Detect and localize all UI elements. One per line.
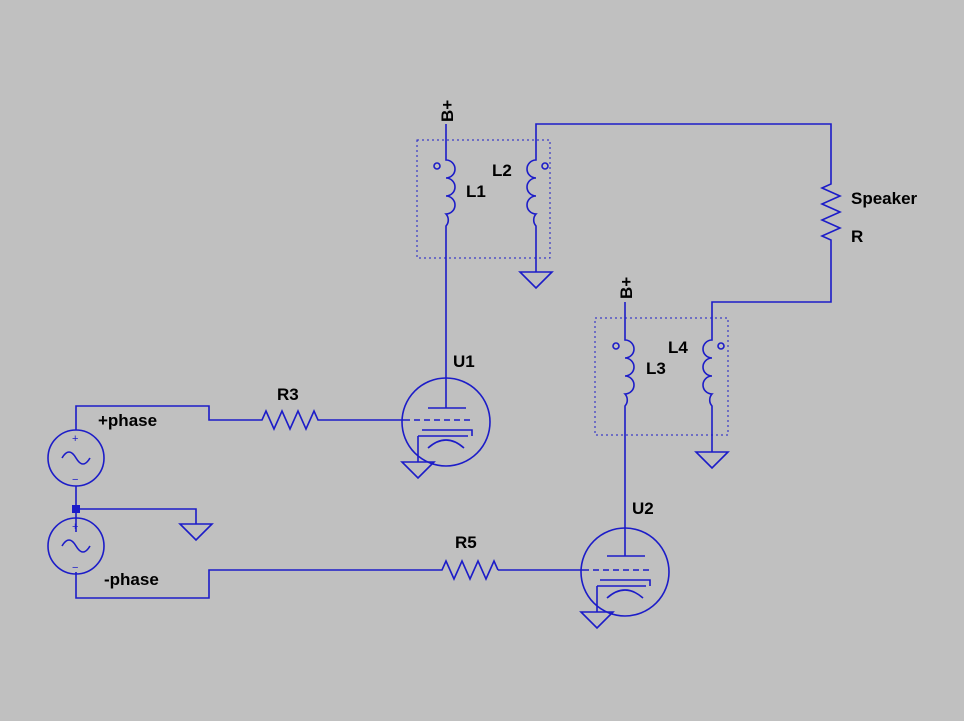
wire-u1-ground: [417, 435, 468, 462]
label-r5: R5: [455, 533, 477, 552]
wire-source-r3: [75, 405, 258, 430]
label-l4: L4: [668, 338, 688, 357]
transformer-2: L3 L4: [594, 317, 729, 436]
source-minus-phase-minus: −: [72, 562, 78, 574]
wire-u2-ground: [596, 585, 646, 612]
tube-u1-plate: [428, 392, 466, 409]
inductor-l3: [612, 336, 635, 410]
label-minus-phase: -phase: [104, 570, 159, 589]
tube-u1-cathode: [422, 429, 473, 436]
resistor-r5: R5: [438, 533, 499, 581]
label-l3: L3: [646, 359, 666, 378]
label-u1: U1: [453, 352, 475, 371]
label-bplus-top: B+: [438, 100, 457, 122]
transformer-1: L1 L2: [416, 139, 551, 259]
resistor-r3: R3: [258, 385, 322, 431]
inductor-l2: [526, 156, 549, 230]
dot-l1: [433, 162, 441, 170]
ground-icon: [694, 451, 730, 470]
inductor-l4: [702, 336, 725, 410]
speaker-resistor: Speaker R: [820, 180, 918, 246]
wire-source-r5: [75, 569, 438, 599]
ground-icon: [579, 611, 615, 630]
label-u2: U2: [632, 499, 654, 518]
label-plus-phase: +phase: [98, 411, 157, 430]
wires: [75, 123, 832, 612]
label-speaker-value: R: [851, 227, 863, 246]
source-plus-phase: + − +phase: [47, 411, 157, 487]
label-speaker: Speaker: [851, 189, 918, 208]
tube-u1-heater: [427, 439, 465, 449]
tube-u2-envelope: [580, 527, 670, 617]
source-plus-phase-body: [47, 429, 105, 487]
transformer-1-outline: [416, 139, 551, 259]
tube-u2-heater: [606, 589, 644, 599]
dot-l4: [717, 342, 725, 350]
wire-l2-speaker: [535, 123, 832, 180]
source-minus-phase-body: [47, 517, 105, 575]
wire-speaker-l4: [711, 244, 832, 336]
ground-icon: [178, 523, 214, 542]
ground-icon: [400, 461, 436, 480]
ground-icon: [518, 271, 554, 290]
label-l2: L2: [492, 161, 512, 180]
label-r3: R3: [277, 385, 299, 404]
dot-l2: [541, 162, 549, 170]
label-l1: L1: [466, 182, 486, 201]
transformer-2-outline: [594, 317, 729, 436]
source-plus-phase-plus: +: [72, 433, 78, 445]
tube-u2: U2: [580, 499, 670, 617]
source-minus-phase-plus: +: [72, 521, 78, 533]
sine-icon: [61, 451, 91, 465]
source-minus-phase: + − -phase: [47, 517, 159, 589]
junction-dot: [72, 505, 80, 513]
tube-u1-envelope: [401, 377, 491, 467]
label-bplus-mid: B+: [617, 277, 636, 299]
tube-u2-plate: [607, 552, 645, 557]
tube-u1: U1: [401, 352, 491, 467]
source-plus-phase-minus: −: [72, 474, 78, 486]
inductor-l1: [433, 156, 456, 230]
tube-u2-cathode: [600, 579, 651, 586]
sine-icon: [61, 539, 91, 553]
dot-l3: [612, 342, 620, 350]
